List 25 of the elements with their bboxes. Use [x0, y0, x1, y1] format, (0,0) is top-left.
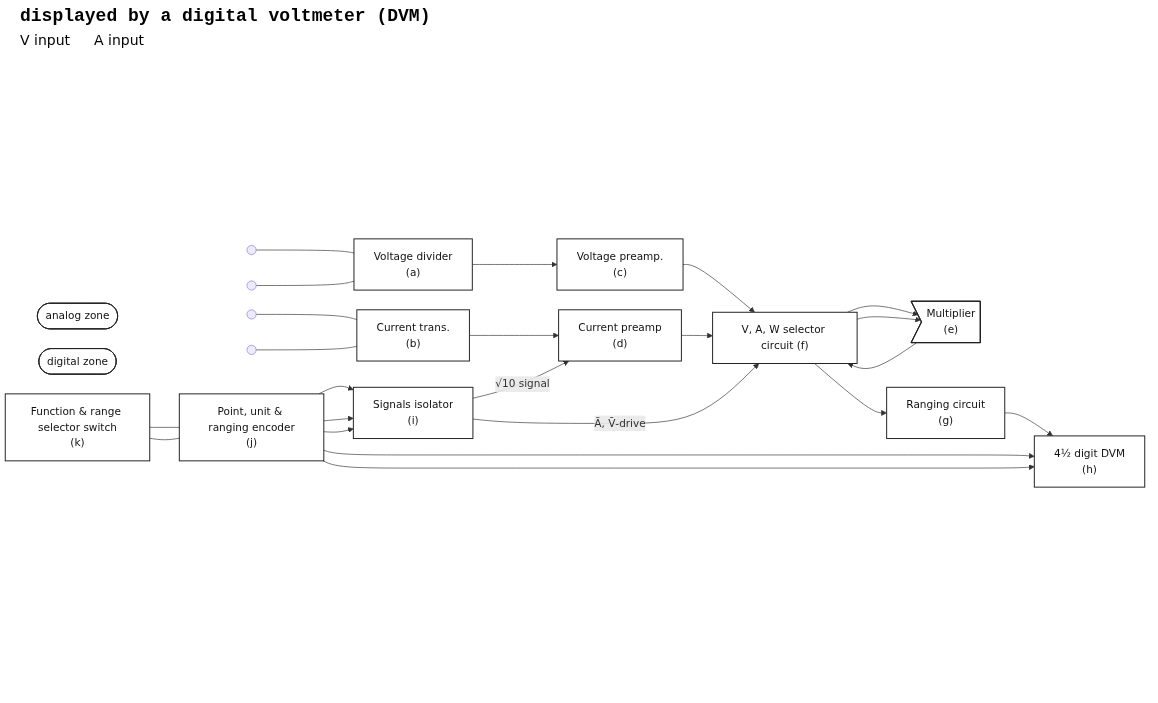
- node-circle: [246, 344, 257, 355]
- node-box: Signals isolator (i): [352, 386, 474, 440]
- node-box: 4½ digit DVM (h): [1033, 435, 1146, 488]
- edge-label: √10 signal: [495, 377, 550, 391]
- node-circle: [246, 280, 257, 291]
- node-circle: [246, 245, 257, 255]
- node-box: Voltage preamp. (c): [556, 238, 684, 291]
- node-box: Current preamp (d): [558, 309, 682, 362]
- node-box: Current trans. (b): [356, 309, 470, 362]
- node-box: Point, unit & ranging encoder (j): [178, 393, 325, 462]
- diagram-title: displayed by a digital voltmeter (DVM): [20, 6, 431, 26]
- connector: [255, 314, 358, 320]
- connector: [255, 346, 358, 351]
- edge-label: Ā, V̄-drive: [594, 416, 646, 430]
- node-box: Function & range selector switch (k): [4, 393, 151, 462]
- connector: [255, 249, 355, 254]
- terminal-label: A input: [94, 32, 145, 48]
- node-circle: [246, 309, 257, 320]
- connector: [149, 437, 180, 441]
- connector: [255, 280, 355, 286]
- node-box: V, A, W selector circuit (f): [712, 311, 858, 364]
- terminal-label: V input: [20, 32, 71, 48]
- node-box: Ranging circuit (g): [886, 386, 1006, 440]
- node-box: Voltage divider (a): [353, 238, 473, 291]
- connector: [149, 427, 180, 428]
